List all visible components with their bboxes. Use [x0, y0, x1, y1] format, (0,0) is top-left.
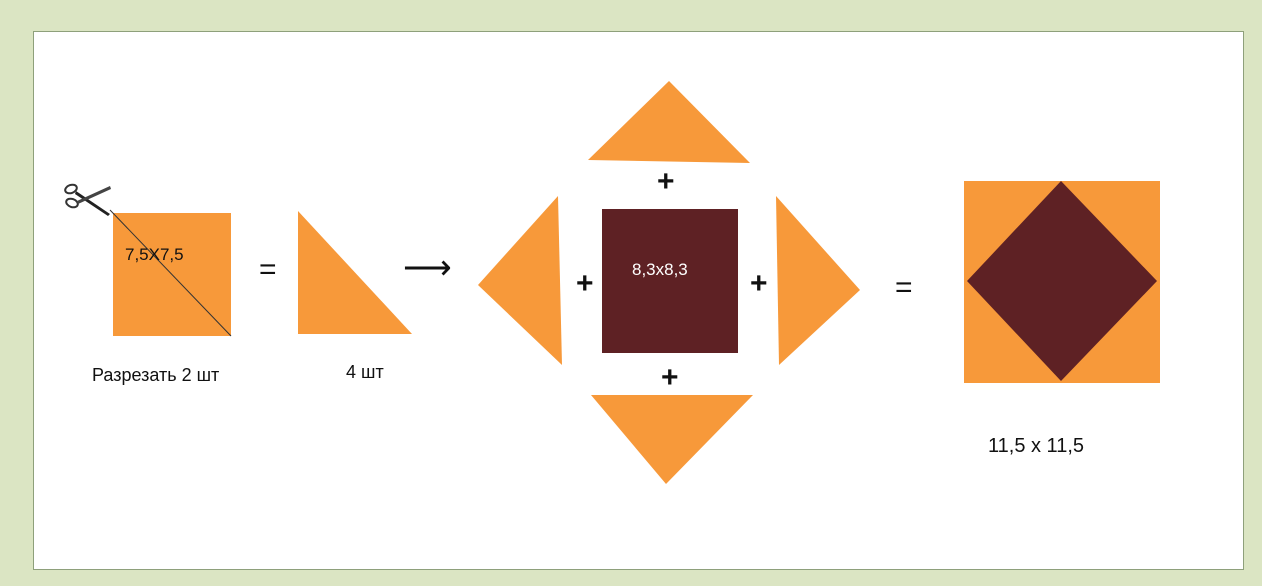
cut-line	[109, 209, 232, 337]
plus-sign: +	[576, 267, 594, 300]
equals-sign: =	[259, 253, 277, 286]
arrow-icon: ⟶	[403, 249, 452, 287]
orange-half-triangle	[298, 211, 412, 334]
left-triangle	[478, 196, 562, 365]
plus-sign: +	[750, 267, 768, 300]
equals-sign: =	[895, 271, 913, 304]
square-size-label: 7,5X7,5	[125, 245, 184, 264]
result-diamond	[967, 181, 1157, 381]
center-size-label: 8,3x8,3	[632, 260, 688, 279]
top-triangle	[588, 81, 750, 163]
center-maroon-square	[602, 209, 738, 353]
plus-sign: +	[657, 165, 675, 198]
plus-sign: +	[661, 361, 679, 394]
result-size-label: 11,5 x 11,5	[988, 435, 1084, 457]
bottom-triangle	[591, 395, 753, 484]
scissors-icon	[64, 183, 111, 216]
right-triangle	[776, 196, 860, 365]
triangles-count-label: 4 шт	[346, 362, 384, 382]
cut-note-label: Разрезать 2 шт	[92, 365, 220, 385]
